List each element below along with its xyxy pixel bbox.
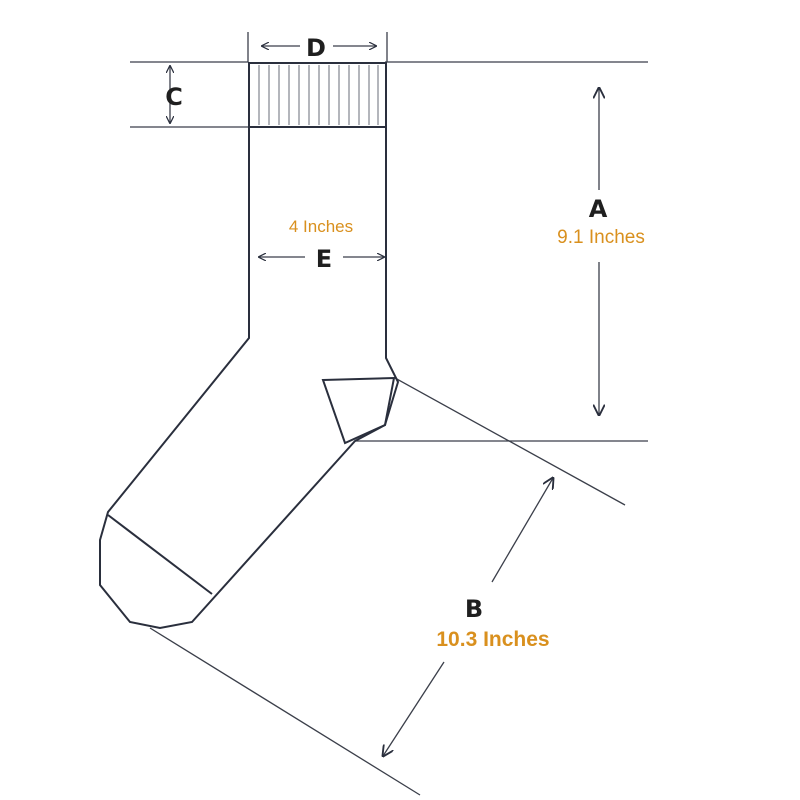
- sock-outline: [99, 62, 400, 630]
- foot-back-reference-line: [394, 377, 626, 506]
- dimension-e-letter: E: [316, 245, 332, 273]
- dimension-b-arrow-top: [491, 478, 553, 583]
- dimension-d-letter: D: [306, 34, 326, 62]
- sock-body-outline: [99, 127, 400, 630]
- dimension-a-letter: A: [589, 195, 608, 223]
- sock-cuff: [248, 62, 387, 128]
- dimension-c-letter: C: [165, 83, 183, 111]
- toe-seam: [107, 514, 213, 595]
- heel-patch: [321, 376, 396, 445]
- foot-toe-reference-line: [149, 627, 421, 796]
- dimension-arrows: [170, 46, 599, 756]
- dimension-b-value: 10.3 Inches: [436, 628, 549, 651]
- dimension-e-value: 4 Inches: [289, 217, 353, 236]
- dimension-a-value: 9.1 Inches: [557, 227, 645, 248]
- cuff-ribbing: [258, 65, 379, 125]
- dimension-labels: C D 4 Inches E A 9.1 Inches B 10.3 Inche…: [165, 34, 645, 651]
- dimension-b-arrow-bottom: [383, 661, 445, 756]
- guide-lines: [130, 32, 648, 796]
- dimension-b-letter: B: [465, 595, 483, 623]
